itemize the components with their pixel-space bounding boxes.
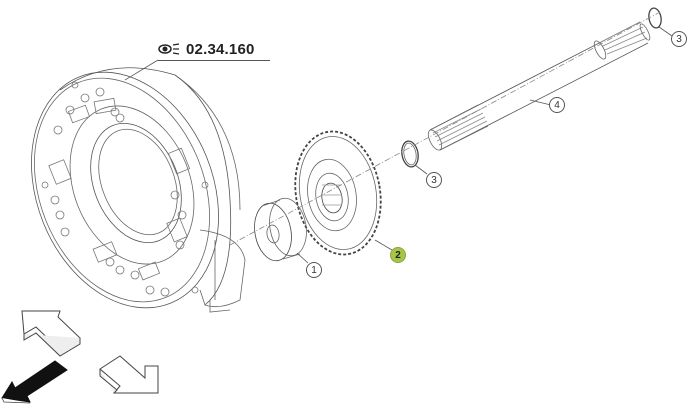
nav-arrow-up-left[interactable] (21, 310, 81, 357)
snap-ring-part-top (648, 7, 673, 37)
reference-underline (158, 60, 270, 61)
nav-arrow-down-right[interactable] (99, 355, 159, 394)
reference-label[interactable]: 02.34.160 (158, 38, 255, 60)
housing-part (31, 59, 246, 313)
nav-arrow-down-left-active[interactable] (1, 360, 68, 404)
gear-part (294, 130, 393, 256)
snap-ring-part (401, 140, 428, 175)
splined-shaft-part (427, 21, 651, 151)
callout-3-top[interactable]: 3 (671, 31, 687, 47)
assembly-axis-line (229, 11, 661, 246)
eye-view-icon (158, 43, 180, 55)
callout-3[interactable]: 3 (426, 172, 442, 188)
callout-2-highlighted[interactable]: 2 (390, 247, 406, 263)
callout-4[interactable]: 4 (549, 97, 565, 113)
callout-1[interactable]: 1 (306, 262, 322, 278)
reference-code: 02.34.160 (186, 40, 255, 58)
bearing-ring-part (254, 197, 309, 264)
